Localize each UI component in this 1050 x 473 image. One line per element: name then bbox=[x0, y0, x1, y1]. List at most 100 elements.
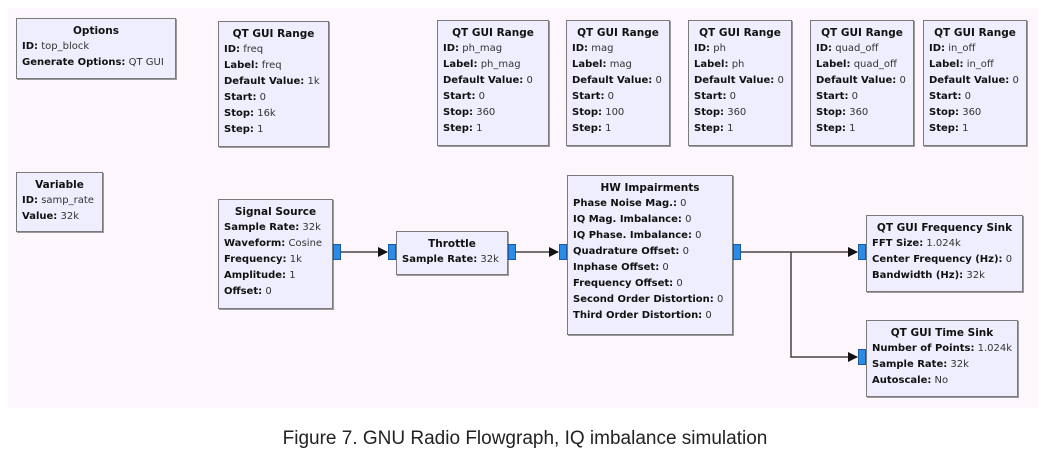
block-param: Step: 1 bbox=[929, 121, 1021, 137]
param-value: QT GUI bbox=[128, 57, 164, 68]
block-param: Start: 0 bbox=[929, 89, 1021, 105]
block-param: Offset: 0 bbox=[224, 284, 327, 300]
param-label: FFT Size: bbox=[872, 238, 924, 249]
param-value: 32k bbox=[966, 270, 985, 281]
block-param: Sample Rate: 32k bbox=[402, 252, 502, 268]
param-value: in_off bbox=[966, 59, 994, 70]
param-label: Stop: bbox=[816, 107, 847, 118]
param-value: 0 bbox=[899, 75, 906, 86]
block-param: Bandwidth (Hz): 32k bbox=[872, 268, 1017, 284]
block-param: Default Value: 0 bbox=[572, 73, 664, 89]
param-value: 1 bbox=[849, 123, 856, 134]
block-param: Start: 0 bbox=[572, 89, 664, 105]
block-param: Label: ph bbox=[694, 57, 786, 73]
block-param: ID: ph bbox=[694, 41, 786, 57]
param-label: Stop: bbox=[929, 107, 960, 118]
block-title: Throttle bbox=[428, 238, 476, 250]
param-value: freq bbox=[261, 60, 282, 71]
block-param: Sample Rate: 32k bbox=[872, 357, 1012, 373]
param-value: 1k bbox=[307, 76, 320, 87]
param-label: Step: bbox=[929, 123, 959, 134]
param-label: Phase Noise Mag.: bbox=[573, 198, 677, 209]
block-param: Default Value: 0 bbox=[929, 73, 1021, 89]
param-value: 100 bbox=[605, 107, 625, 118]
block-param: Label: freq bbox=[224, 58, 323, 74]
block-param: Stop: 16k bbox=[224, 106, 323, 122]
param-label: ID: bbox=[22, 195, 39, 206]
param-label: ID: bbox=[22, 41, 39, 52]
param-value: 0 bbox=[705, 310, 712, 321]
block-param: Label: quad_off bbox=[816, 57, 908, 73]
param-label: Autoscale: bbox=[872, 375, 932, 386]
param-label: ID: bbox=[572, 43, 589, 54]
block-title: QT GUI Range bbox=[452, 27, 534, 39]
param-label: Second Order Distortion: bbox=[573, 294, 714, 305]
port-hw-impairments-out[interactable] bbox=[733, 244, 741, 260]
param-label: Start: bbox=[694, 91, 727, 102]
param-label: Generate Options: bbox=[22, 57, 126, 68]
param-value: 1 bbox=[289, 270, 296, 281]
param-label: Start: bbox=[443, 91, 476, 102]
param-label: Sample Rate: bbox=[224, 222, 300, 233]
port-signal-source-out[interactable] bbox=[333, 244, 341, 260]
block-title: QT GUI Range bbox=[934, 27, 1016, 39]
param-label: Default Value: bbox=[929, 75, 1010, 86]
param-value: 1 bbox=[605, 123, 612, 134]
block-param: Sample Rate: 32k bbox=[224, 220, 327, 236]
block-title: QT GUI Range bbox=[577, 27, 659, 39]
port-throttle-in[interactable] bbox=[388, 244, 396, 260]
param-label: Default Value: bbox=[816, 75, 897, 86]
block-title: QT GUI Frequency Sink bbox=[876, 222, 1013, 234]
param-label: ID: bbox=[929, 43, 946, 54]
block-param: Autoscale: No bbox=[872, 373, 1012, 389]
param-label: Frequency: bbox=[224, 254, 287, 265]
param-label: Label: bbox=[443, 59, 478, 70]
block-param: ID: samp_rate bbox=[22, 193, 97, 209]
block-param: Step: 1 bbox=[224, 122, 323, 138]
param-label: Label: bbox=[694, 59, 729, 70]
figure-caption: Figure 7. GNU Radio Flowgraph, IQ imbala… bbox=[282, 428, 768, 449]
block-param: IQ Mag. Imbalance: 0 bbox=[573, 212, 727, 228]
port-throttle-out[interactable] bbox=[508, 244, 516, 260]
param-label: Label: bbox=[224, 60, 259, 71]
param-value: 0 bbox=[676, 278, 683, 289]
param-value: 0 bbox=[729, 91, 737, 102]
param-value: 32k bbox=[60, 211, 79, 222]
param-value: 32k bbox=[302, 222, 321, 233]
block-param: Frequency Offset: 0 bbox=[573, 276, 727, 292]
param-label: Stop: bbox=[224, 108, 255, 119]
param-value: 360 bbox=[849, 107, 869, 118]
port-time-sink-in[interactable] bbox=[858, 349, 866, 365]
block-param: Default Value: 1k bbox=[224, 74, 323, 90]
block-param: Label: ph_mag bbox=[443, 57, 543, 73]
param-value: ph_mag bbox=[480, 59, 521, 70]
param-label: Label: bbox=[929, 59, 964, 70]
param-label: Waveform: bbox=[224, 238, 286, 249]
param-value: 0 bbox=[695, 230, 702, 241]
port-frequency-sink-in[interactable] bbox=[858, 244, 866, 260]
port-hw-impairments-in[interactable] bbox=[559, 244, 567, 260]
param-value: ph_mag bbox=[462, 43, 503, 54]
param-label: IQ Phase. Imbalance: bbox=[573, 230, 692, 241]
param-label: Stop: bbox=[694, 107, 725, 118]
param-label: Start: bbox=[929, 91, 962, 102]
param-value: 0 bbox=[682, 246, 689, 257]
param-label: Amplitude: bbox=[224, 270, 287, 281]
param-label: Frequency Offset: bbox=[573, 278, 674, 289]
param-value: 0 bbox=[607, 91, 615, 102]
param-label: Step: bbox=[816, 123, 846, 134]
block-param: Waveform: Cosine bbox=[224, 236, 327, 252]
